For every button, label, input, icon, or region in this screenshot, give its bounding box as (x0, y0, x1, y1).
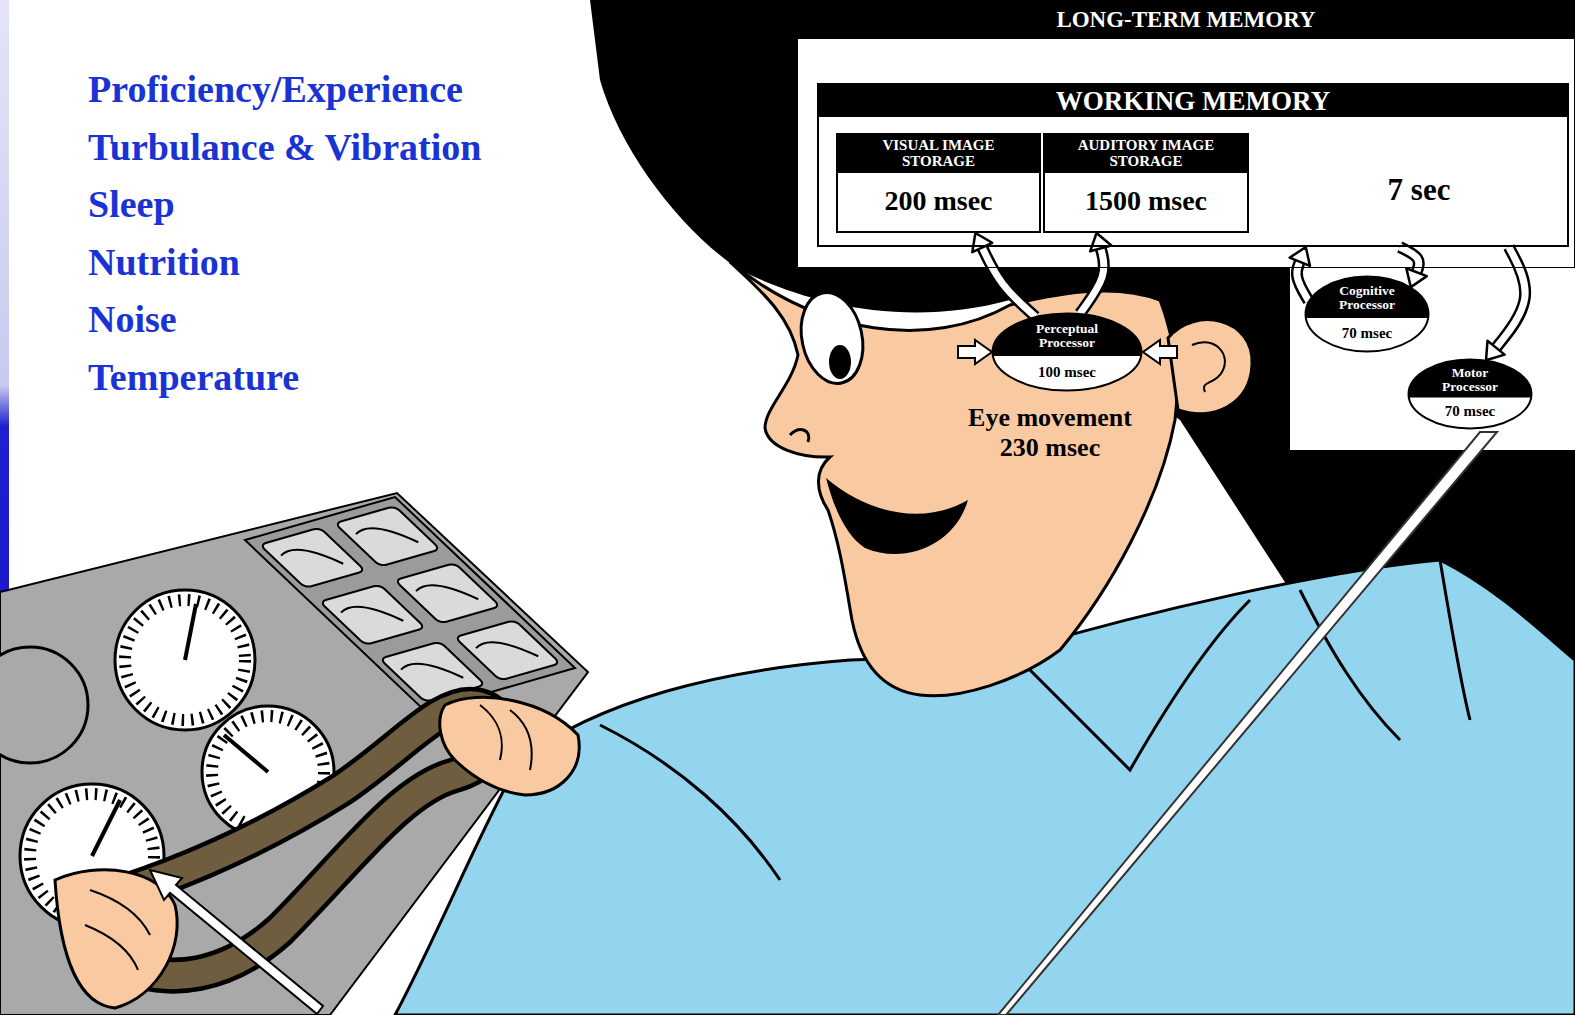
input-arrow (1143, 340, 1177, 364)
label-spot: Eye movement 230 msec (955, 403, 1145, 463)
box-heading: WORKING MEMORY (819, 85, 1567, 117)
face (730, 262, 1177, 696)
arrow-outline (982, 247, 1035, 316)
duration-value: 200 msec (838, 185, 1039, 217)
arrow-head (972, 233, 992, 252)
right-hand (440, 697, 579, 795)
factor-label: Turbulance & Vibration (88, 126, 568, 170)
label-spot: Proficiency/Experience (88, 68, 568, 112)
arrow-body (982, 247, 1035, 316)
arrow-outline (1080, 248, 1104, 313)
flag-gauge (455, 620, 561, 681)
box-heading: AUDITORY IMAGE STORAGE (1045, 135, 1247, 173)
label-spot: Temperature (88, 356, 568, 400)
storage-box: AUDITORY IMAGE STORAGE 1500 msec (1043, 133, 1249, 233)
flag-gauge (395, 563, 501, 624)
label-spot: Sleep (88, 183, 568, 227)
arrow-head (1090, 233, 1111, 251)
flag-gauges (260, 506, 561, 702)
duration-value: 1500 msec (1045, 185, 1247, 217)
processor-panel (1290, 268, 1575, 450)
duration-value: 70 msec (1407, 398, 1533, 430)
arrow-body (1496, 247, 1525, 348)
pupil (829, 345, 851, 379)
factor-label: Sleep (88, 183, 568, 227)
ear (1168, 320, 1252, 414)
processor-name: Cognitive Processor (1328, 275, 1406, 318)
processor-ellipse: Perceptual Processor100 msec (991, 312, 1143, 392)
box-heading: LONG-TERM MEMORY (798, 1, 1574, 39)
factor-label: Nutrition (88, 241, 568, 285)
processor-name: Motor Processor (1431, 358, 1509, 398)
dial (115, 590, 255, 730)
memory-box: VISUAL IMAGE STORAGE 200 msecAUDITORY IMA… (817, 83, 1569, 247)
eye (793, 287, 871, 389)
duration-value: 70 msec (1304, 318, 1430, 353)
memory-box: VISUAL IMAGE STORAGE 200 msecAUDITORY IMA… (797, 0, 1575, 268)
ear-detail (1192, 342, 1225, 392)
processor-ellipse: Cognitive Processor70 msec (1304, 275, 1430, 353)
duration-value: 100 msec (991, 356, 1143, 392)
factor-label: Noise (88, 298, 568, 342)
control-input-arrow (150, 870, 323, 1014)
duration-value: 7 sec (1339, 172, 1499, 208)
box-heading: VISUAL IMAGE STORAGE (838, 135, 1039, 173)
label-spot: Turbulance & Vibration (88, 126, 568, 170)
arrow-body (1080, 248, 1104, 313)
flow-arrow (1486, 247, 1525, 360)
dial-needle (92, 800, 120, 856)
input-arrow (958, 340, 992, 364)
processor-ellipse: Motor Processor70 msec (1407, 358, 1533, 430)
label-spot: Nutrition (88, 241, 568, 285)
factor-label: Proficiency/Experience (88, 68, 568, 112)
processor-name: Perceptual Processor (1020, 312, 1114, 356)
flow-arrow (1290, 247, 1310, 301)
dial-needle (224, 735, 268, 772)
arrow-head (1406, 268, 1427, 287)
arrow-head (1290, 247, 1310, 266)
time-label: Eye movement 230 msec (955, 403, 1145, 463)
dial-needle (185, 604, 196, 660)
label-spot: Noise (88, 298, 568, 342)
nostril (790, 430, 809, 442)
dial-ticks (125, 600, 245, 720)
mouth (826, 478, 968, 554)
arrow-outline (1496, 247, 1525, 348)
finger-lines (85, 890, 150, 970)
factor-label: Temperature (88, 356, 568, 400)
flag-needle (279, 520, 538, 689)
memory-panel (797, 0, 1575, 268)
motor-output-line (998, 432, 1497, 1015)
dial (0, 647, 88, 763)
gauge-subpanel (245, 497, 575, 711)
flag-gauge (335, 506, 441, 567)
arrow-head (1486, 341, 1505, 360)
finger-lines (480, 705, 532, 770)
storage-box: VISUAL IMAGE STORAGE 200 msec (836, 133, 1041, 233)
